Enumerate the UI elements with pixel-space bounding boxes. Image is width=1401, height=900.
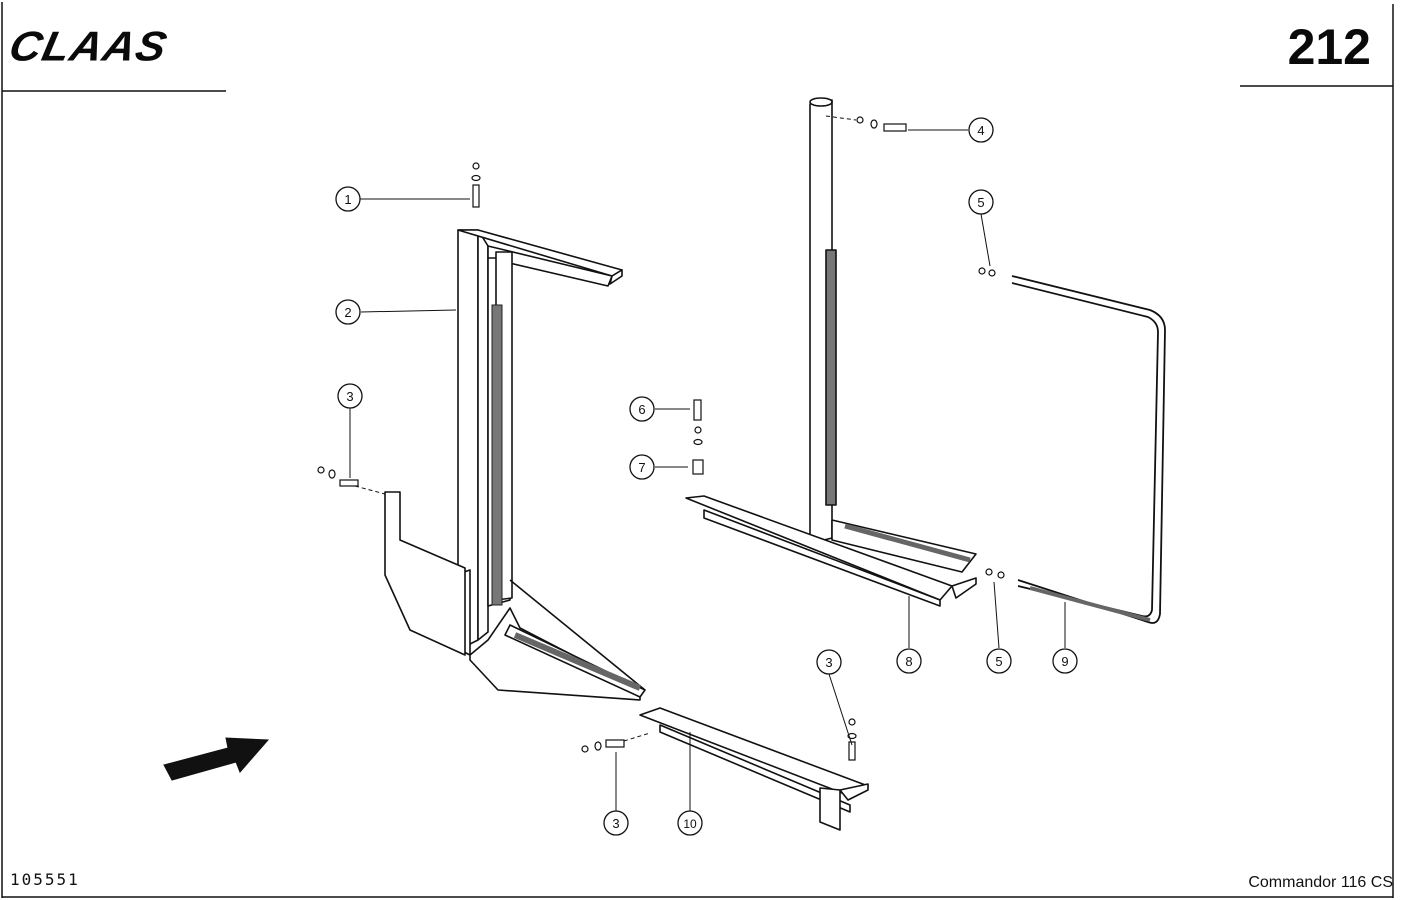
callout-label: 8 xyxy=(905,654,912,669)
callout-3b: 3 xyxy=(816,649,842,675)
callout-9: 9 xyxy=(1052,648,1078,674)
model-name: Commandor 116 CS xyxy=(1248,874,1393,891)
callout-6: 6 xyxy=(629,396,655,422)
callout-label: 9 xyxy=(1061,654,1068,669)
callout-label: 10 xyxy=(683,817,697,831)
callout-label: 7 xyxy=(638,460,645,475)
page-number: 212 xyxy=(1287,19,1371,75)
part-9-bent-strap xyxy=(1011,275,1166,624)
callout-label: 3 xyxy=(612,816,619,831)
callout-10: 10 xyxy=(677,810,703,836)
part-2-frame xyxy=(384,229,646,701)
callout-1: 1 xyxy=(335,186,361,212)
direction-arrow-icon xyxy=(163,737,270,781)
callout-3c: 3 xyxy=(603,810,629,836)
callout-label: 5 xyxy=(995,654,1002,669)
callout-label: 4 xyxy=(977,123,984,138)
callout-label: 5 xyxy=(977,195,984,210)
hardware xyxy=(317,116,1005,761)
callout-7: 7 xyxy=(629,454,655,480)
callout-label: 6 xyxy=(638,402,645,417)
callout-8: 8 xyxy=(896,648,922,674)
callout-5a: 5 xyxy=(968,189,994,215)
callout-label: 1 xyxy=(344,192,351,207)
callout-label: 3 xyxy=(346,389,353,404)
callout-4: 4 xyxy=(968,117,994,143)
callout-5b: 5 xyxy=(986,648,1012,674)
part-8-upright xyxy=(685,97,977,607)
callouts: 1 2 3 3 3 4 5 5 6 7 8 9 xyxy=(335,117,1078,836)
document-number: 105551 xyxy=(10,870,80,889)
part-10-crossbar xyxy=(639,707,869,831)
callout-label: 2 xyxy=(344,305,351,320)
callout-3a: 3 xyxy=(337,383,363,409)
callout-label: 3 xyxy=(825,655,832,670)
leader-lines xyxy=(349,115,1066,811)
part-2-hole-strips xyxy=(491,304,642,691)
callout-2: 2 xyxy=(335,299,361,325)
